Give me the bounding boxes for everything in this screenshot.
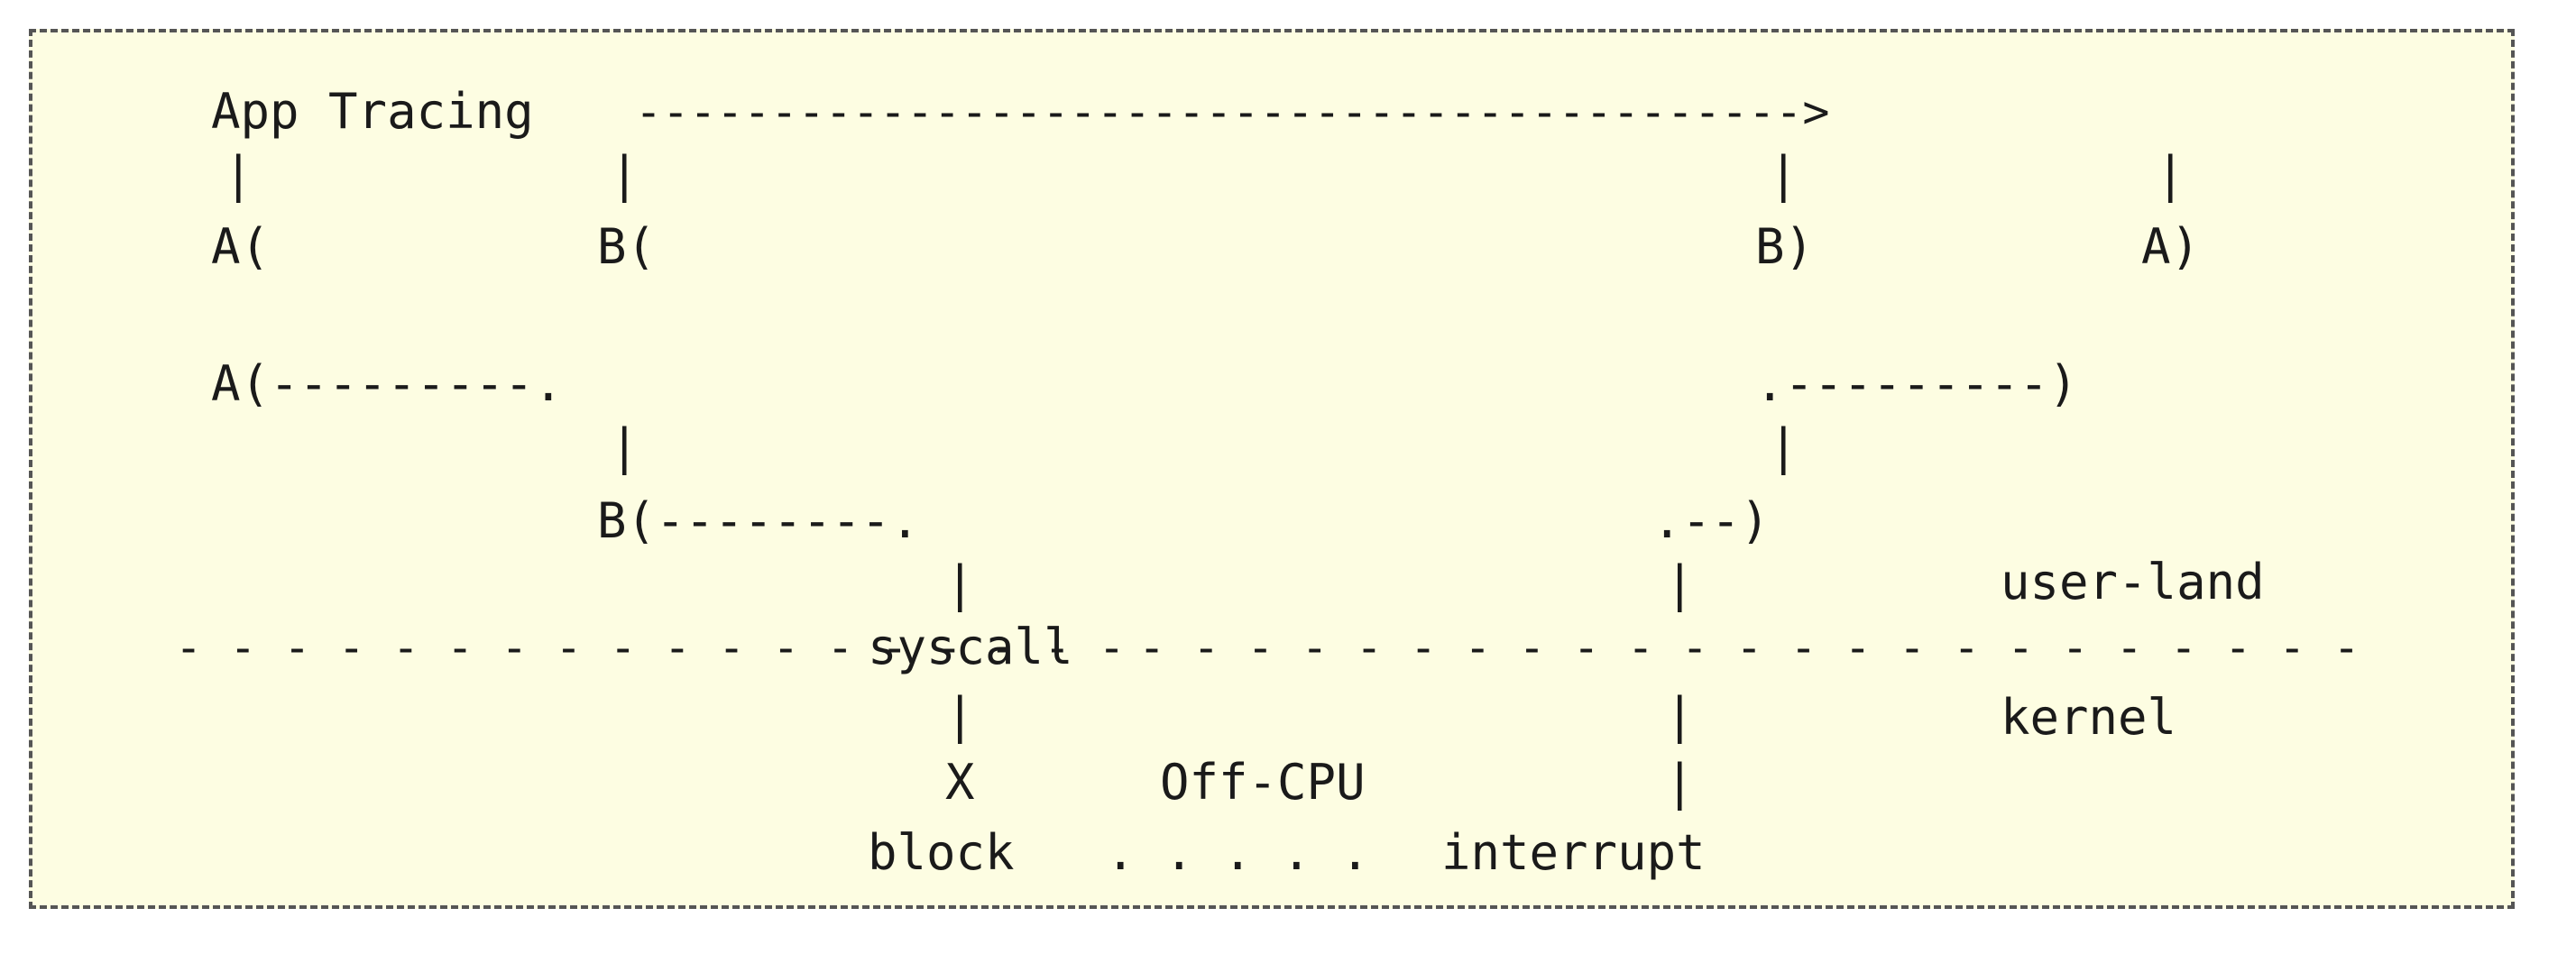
marker-a-open: A( [211, 218, 271, 275]
tick-a-open: | [224, 146, 253, 203]
timeline-arrow: ----------------------------------------… [635, 86, 1830, 138]
tick-b-close: | [1769, 146, 1799, 203]
title: App Tracing [211, 83, 534, 140]
interrupt-kernel-bar-2: | [1665, 754, 1695, 811]
boundary-dashes-right: - - - - - - - - - - - - - - - - - - - - … [1138, 621, 2360, 674]
stack-a-open: A(---------. [211, 355, 564, 412]
interrupt-return-bar: | [1665, 555, 1695, 612]
stack-return-long: .---------) [1755, 355, 2078, 412]
block-marker: X [945, 754, 975, 811]
syscall-entry-bar: | [945, 555, 975, 612]
diagram-frame: App Tracing ----------------------------… [29, 29, 2515, 909]
label-user-land: user-land [2001, 554, 2265, 610]
stack-return-short: .--) [1652, 492, 1771, 549]
tick-b-open: | [610, 146, 639, 203]
stack-b-open: B(--------. [597, 492, 920, 549]
marker-b-close: B) [1755, 218, 1815, 275]
interrupt-label: interrupt [1441, 824, 1706, 881]
connector-b: | [610, 418, 639, 475]
syscall-kernel-bar: | [945, 687, 975, 744]
interrupt-kernel-bar-1: | [1665, 687, 1695, 744]
marker-b-open: B( [597, 218, 657, 275]
block-label: block [868, 824, 1015, 881]
connector-return: | [1769, 418, 1799, 475]
boundary-syscall: syscall [868, 619, 1073, 675]
label-kernel: kernel [2001, 689, 2177, 746]
marker-a-close: A) [2141, 218, 2201, 275]
off-cpu-label: Off-CPU [1160, 754, 1366, 811]
off-cpu-dots: . . . . . [1106, 824, 1370, 881]
tick-a-close: | [2156, 146, 2185, 203]
boundary-dashes-left: - - - - - - - - - - - - - - - - - - [175, 621, 1126, 674]
